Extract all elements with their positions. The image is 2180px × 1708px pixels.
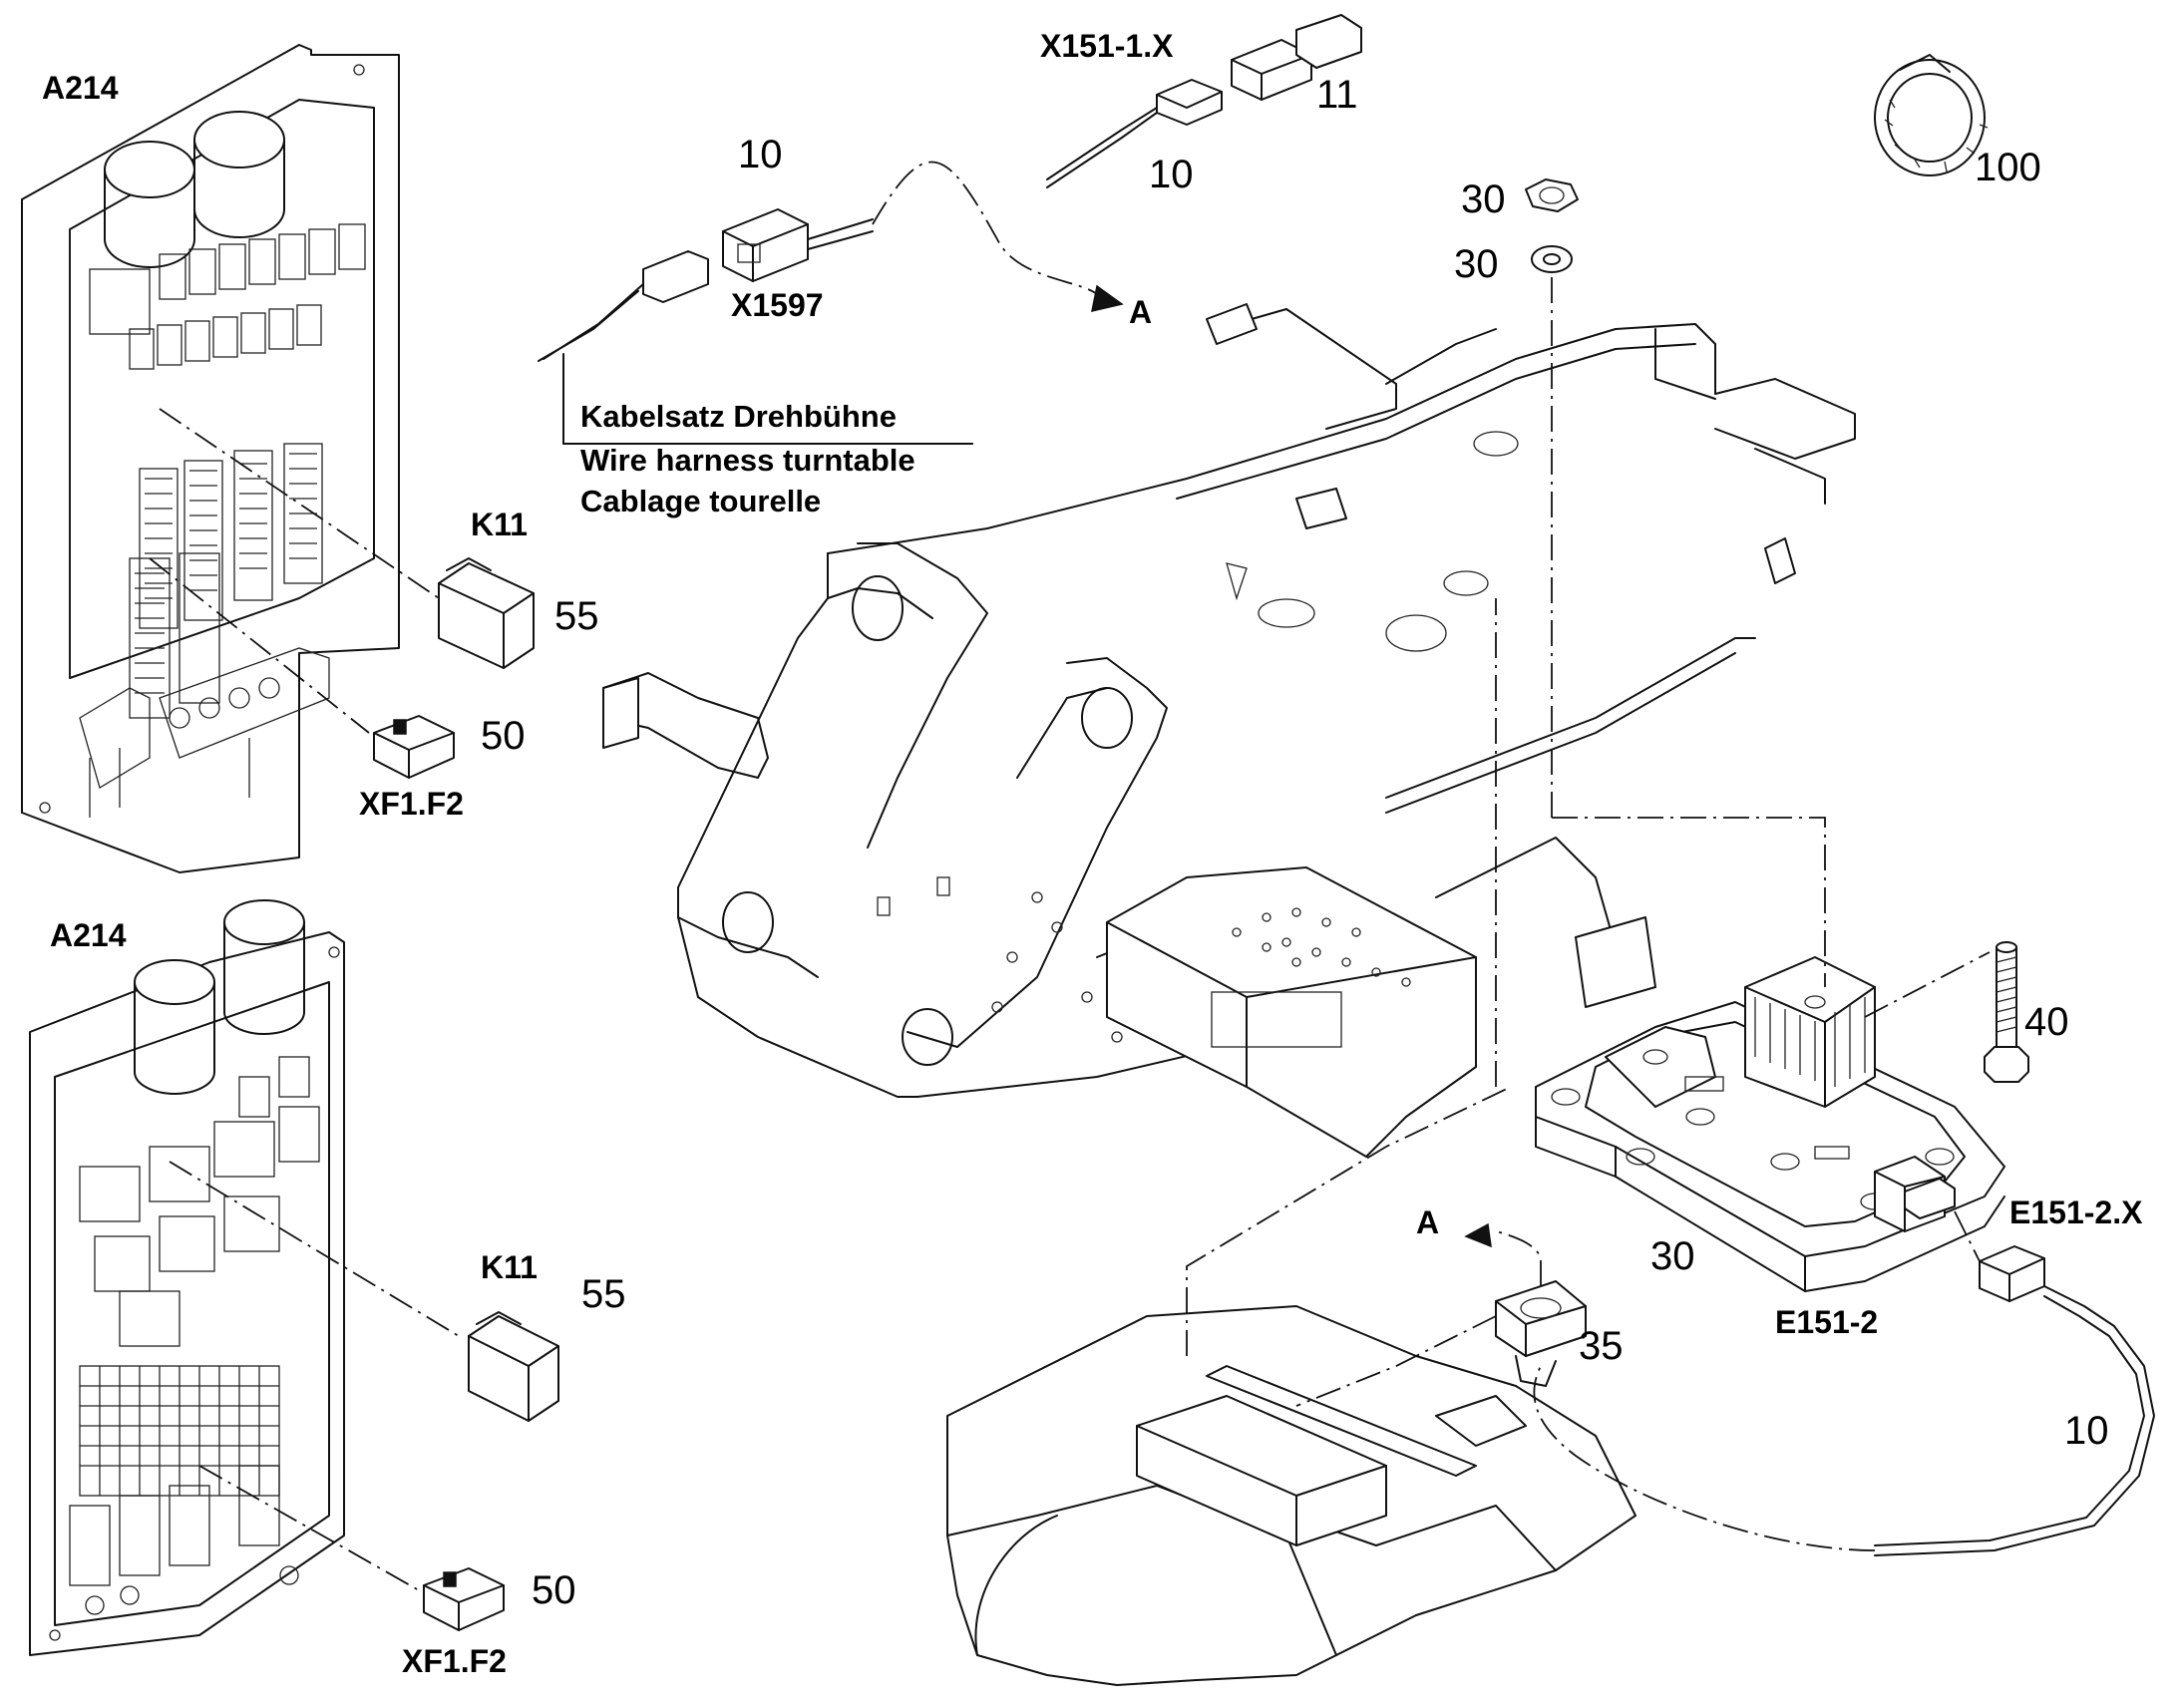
hose-clamp-100 (1874, 54, 1989, 176)
label-a214-bottom: A214 (50, 917, 127, 953)
item-35: 35 (1579, 1324, 1624, 1368)
label-xf1f2-bottom: XF1.F2 (402, 1643, 507, 1679)
leader-bolt (1864, 951, 1991, 1018)
fuse-xf1f2-top (373, 715, 455, 779)
harness-route-a (872, 161, 1098, 295)
floor-plate (946, 1305, 1636, 1686)
connector-e151-2x (1874, 1210, 2155, 1556)
item-30-nut: 30 (1461, 177, 1506, 221)
grommet-35 (1495, 1280, 1587, 1387)
relay-k11-bottom (468, 1311, 559, 1422)
control-unit-e151-2 (1535, 956, 2005, 1292)
connector-x151-1x (1046, 79, 1223, 188)
nut-30 (1525, 178, 1579, 212)
control-box-top (21, 44, 400, 873)
item-10-plug: 10 (738, 133, 783, 176)
arrow-a-top-icon (1091, 284, 1124, 312)
item-50-bottom: 50 (532, 1568, 576, 1612)
item-10-cable: 10 (2064, 1409, 2109, 1453)
harness-caption-de: Kabelsatz Drehbühne (580, 399, 897, 434)
turntable-frame (602, 303, 1856, 1197)
item-40: 40 (2024, 1000, 2069, 1044)
label-k11-top: K11 (471, 507, 528, 542)
fuse-xf1f2-bottom (423, 1567, 505, 1631)
label-xf1f2-top: XF1.F2 (359, 786, 464, 822)
control-box-bottom (29, 899, 345, 1656)
label-e151-2: E151-2 (1775, 1304, 1879, 1340)
leader-washer-box (1552, 817, 1826, 987)
label-e151-2x: E151-2.X (2009, 1195, 2143, 1230)
washer-30 (1531, 245, 1573, 273)
item-30-body: 30 (1650, 1234, 1695, 1278)
item-10-x151: 10 (1149, 153, 1194, 196)
label-x151-1x: X151-1.X (1040, 28, 1174, 64)
leader-lines-left (149, 408, 460, 1591)
cable-route-a (1533, 1365, 1876, 1551)
bolt-40 (1984, 941, 2029, 1083)
item-50-top: 50 (481, 714, 526, 758)
label-x1597: X1597 (731, 287, 824, 323)
harness-caption-fr: Cablage tourelle (580, 484, 822, 518)
relay-k11-top (438, 557, 535, 669)
item-11: 11 (1316, 73, 1358, 117)
leader-grommet-plate (1295, 1315, 1497, 1407)
label-a214-top: A214 (42, 70, 119, 106)
arrow-a-bottom-icon (1464, 1222, 1492, 1248)
harness-caption-en: Wire harness turntable (580, 443, 915, 478)
leader-grommet (1495, 1230, 1542, 1286)
leader-floorplate (1186, 1086, 1512, 1356)
label-arrow-a-bottom: A (1416, 1204, 1440, 1240)
connector-item-11 (1231, 14, 1362, 101)
item-55-top: 55 (554, 594, 599, 638)
label-k11-bottom: K11 (481, 1249, 538, 1285)
connector-x1597 (538, 208, 874, 362)
item-55-bottom: 55 (581, 1272, 626, 1316)
label-arrow-a-top: A (1129, 294, 1153, 330)
item-30-washer: 30 (1454, 242, 1499, 286)
item-100: 100 (1975, 146, 2041, 189)
